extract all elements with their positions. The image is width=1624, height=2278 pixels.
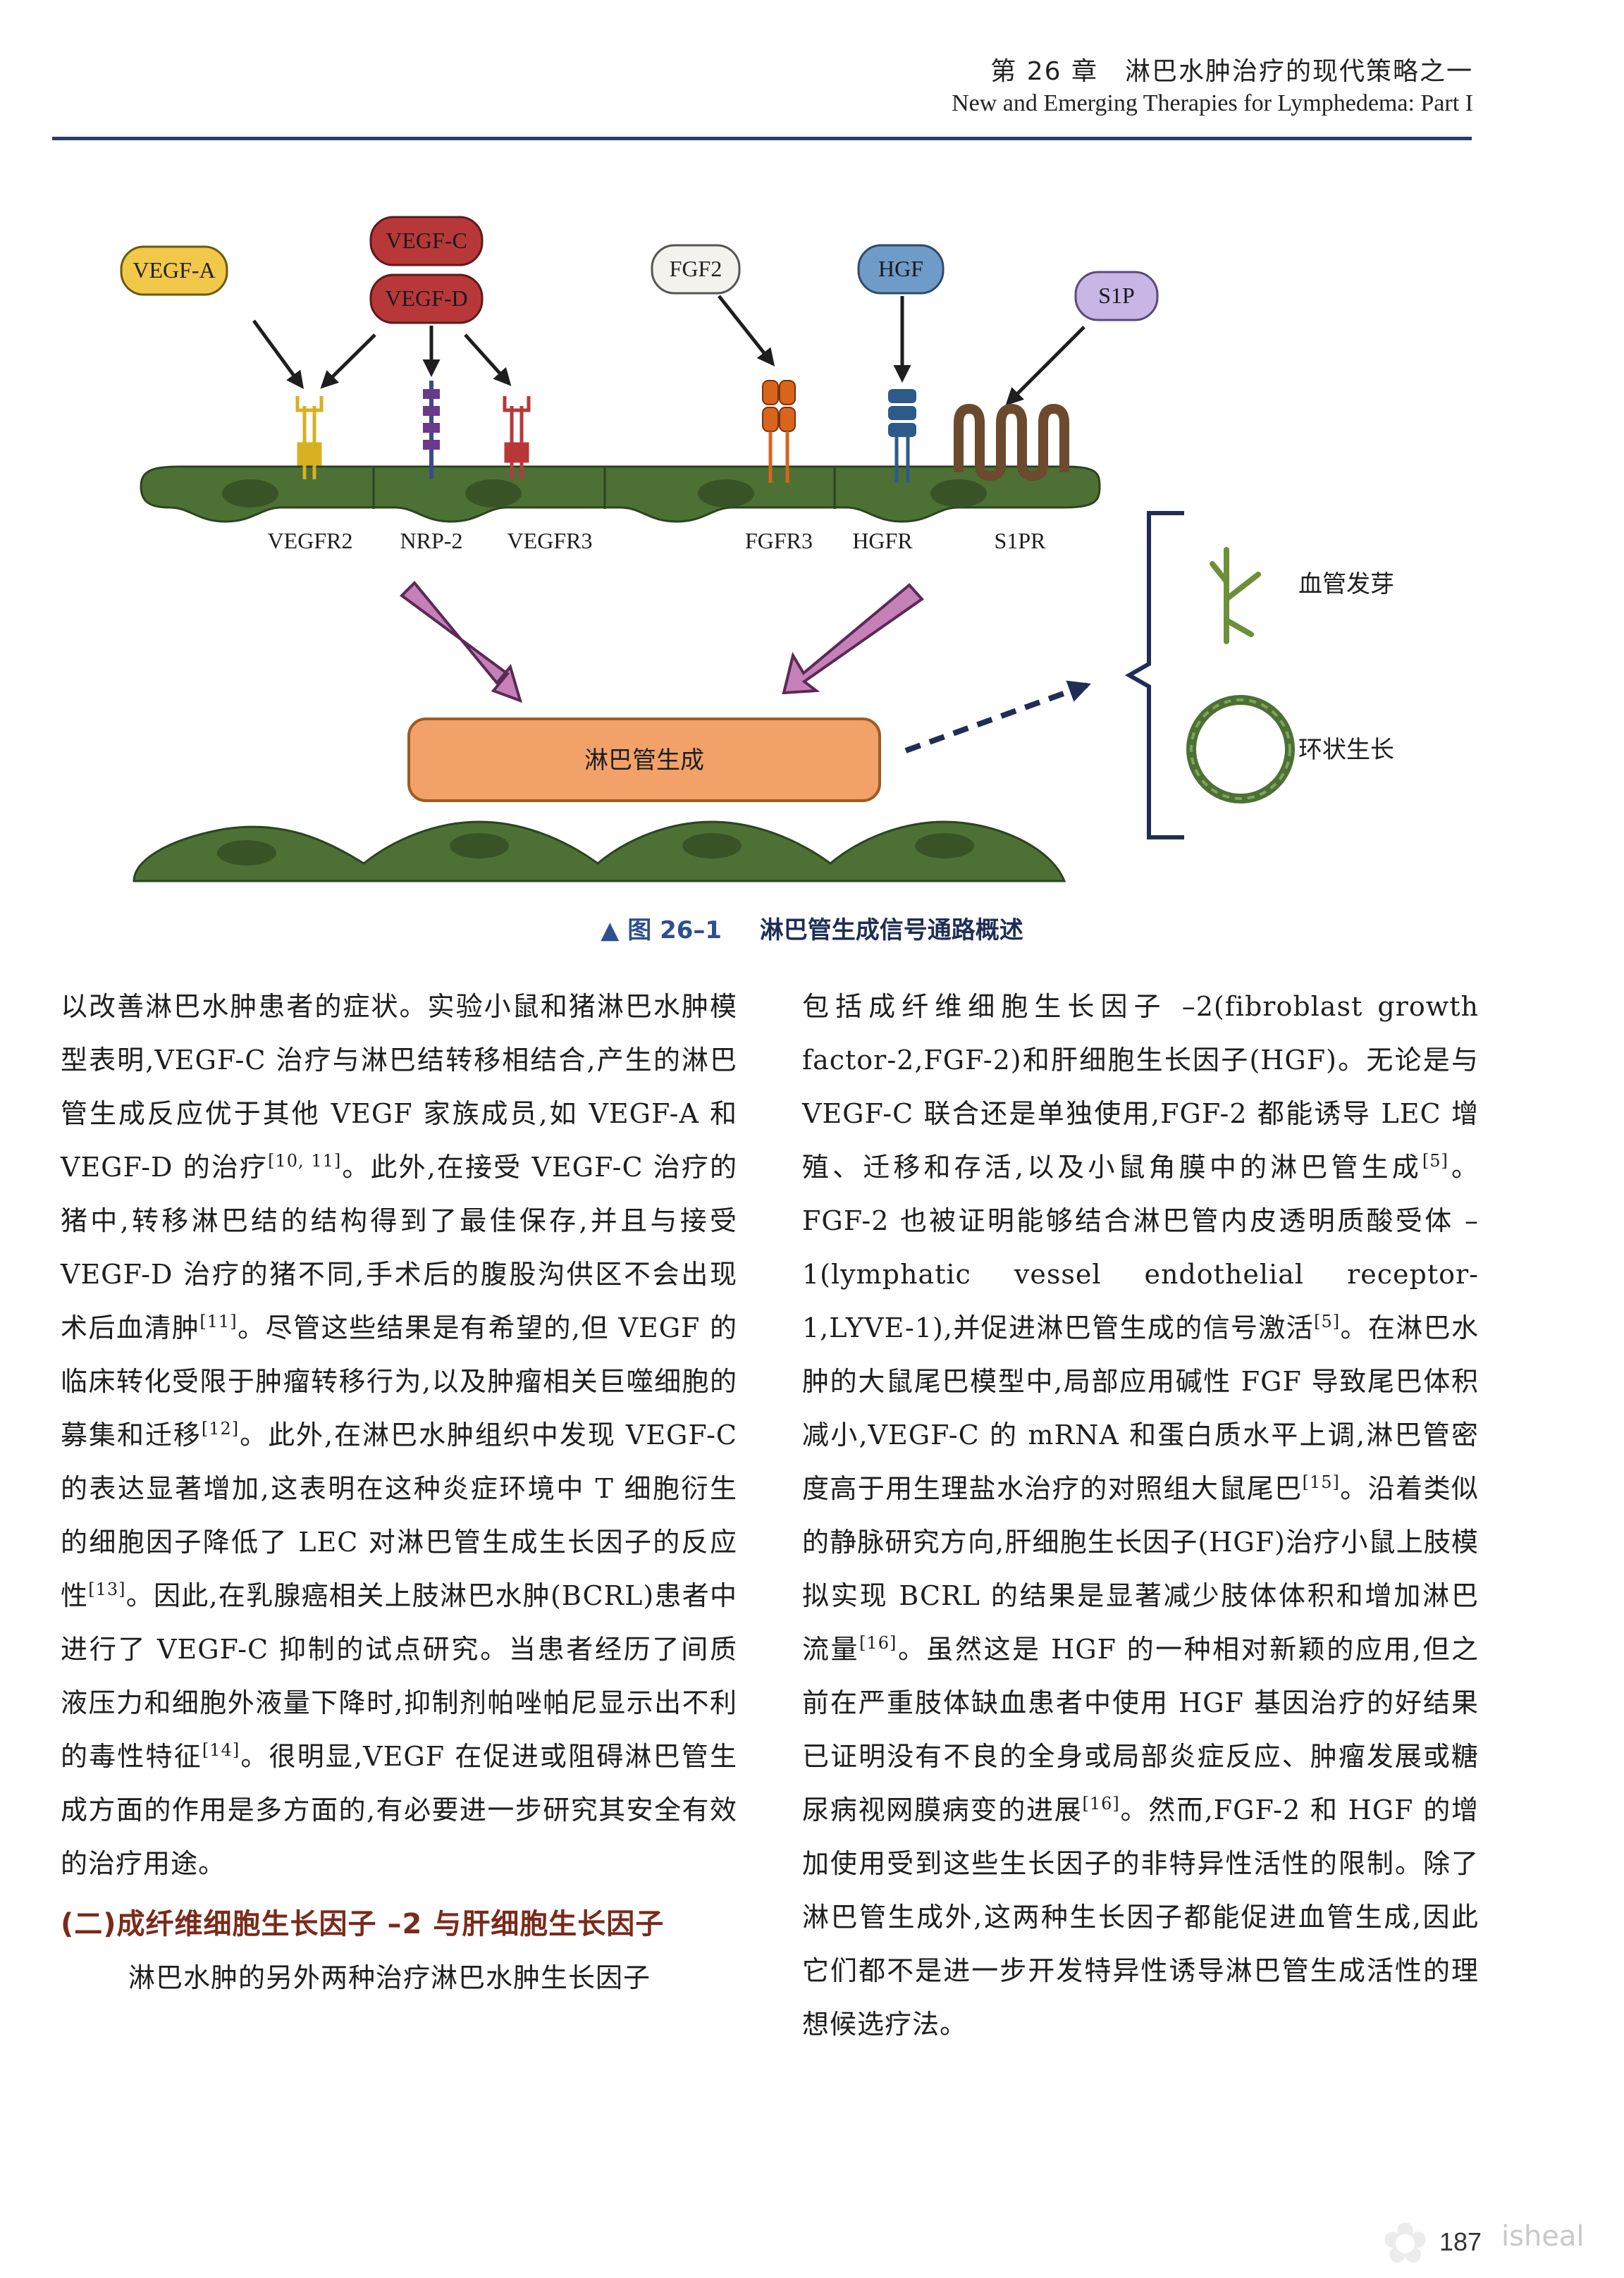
lymphangiogenesis-label: 淋巴管生成 <box>584 746 704 775</box>
figure-caption: ▲ 图 26–1 淋巴管生成信号通路概述 <box>0 911 1624 945</box>
left-column: 以改善淋巴水肿患者的症状。实验小鼠和猪淋巴水肿模型表明,VEGF-C 治疗与淋巴… <box>61 980 737 2005</box>
receptor-s1pr-label: S1PR <box>995 528 1047 553</box>
receptor-fgfr3-label: FGFR3 <box>745 528 813 553</box>
ligand-s1p: S1P <box>1074 271 1159 321</box>
citation: [12] <box>201 1419 240 1439</box>
outcome-sprouting-label: 血管发芽 <box>1298 570 1394 598</box>
citation: [11] <box>199 1312 238 1331</box>
receptor-vegfr3-shape <box>503 396 531 479</box>
ligand-vegf-c-label: VEGF-C <box>386 228 467 253</box>
receptor-hgfr-label: HGFR <box>852 528 913 553</box>
receptor-hgfr-shape <box>888 389 916 483</box>
lymphangiogenesis-box: 淋巴管生成 <box>407 718 881 802</box>
caption-figure-number: 图 26–1 <box>627 916 722 944</box>
citation: [10, 11] <box>268 1151 342 1171</box>
receptor-nrp2-label: NRP-2 <box>400 528 463 553</box>
ligand-vegf-a-label: VEGF-A <box>133 257 215 283</box>
ligand-fgf2-label: FGF2 <box>670 256 722 281</box>
page-number: 187 <box>1439 2227 1482 2256</box>
citation: [15] <box>1302 1472 1340 1492</box>
receptor-nrp2-shape <box>423 381 440 479</box>
lymphangiogenesis-signaling-figure: VEGF-A VEGF-C VEGF-D FGF2 HGF S1P <box>120 216 1394 882</box>
ligand-hgf-label: HGF <box>878 256 923 281</box>
watermark: isheal <box>1501 2220 1585 2253</box>
ligand-hgf: HGF <box>857 244 945 295</box>
sprouting-icon <box>1210 547 1261 644</box>
upper-cell-layer <box>140 465 1101 523</box>
receptor-fgfr3-shape <box>762 380 796 483</box>
chapter-title-en: New and Emerging Therapies for Lymphedem… <box>952 90 1473 116</box>
receptor-s1pr-shape <box>954 403 1069 481</box>
right-paragraph: 包括成纤维细胞生长因子 –2(fibroblast growth factor-… <box>802 991 1479 2040</box>
section-subheading: (二)成纤维细胞生长因子 –2 与肝细胞生长因子 <box>61 1908 665 1940</box>
lower-cell-layer <box>133 820 1066 882</box>
left-paragraph-2: 淋巴水肿的另外两种治疗淋巴水肿生长因子 <box>128 1962 651 1993</box>
pink-arrow-left <box>399 581 523 703</box>
citation: [13] <box>88 1580 126 1599</box>
citation: [5] <box>1422 1151 1448 1171</box>
ligand-vegf-d-label: VEGF-D <box>385 285 467 311</box>
receptor-vegfr2-label: VEGFR2 <box>268 528 353 553</box>
ligand-vegf-a: VEGF-A <box>120 245 228 296</box>
caption-title: 淋巴管生成信号通路概述 <box>759 916 1023 944</box>
pink-arrow-right <box>782 583 924 695</box>
outcome-ring-label: 环状生长 <box>1298 736 1394 764</box>
citation: [16] <box>859 1633 897 1653</box>
caption-triangle-icon: ▲ <box>601 916 620 944</box>
outcome-bracket <box>1124 511 1184 839</box>
chapter-title-cn: 第 26 章 淋巴水肿治疗的现代策略之一 <box>990 57 1473 86</box>
ligand-vegf-c: VEGF-C <box>369 216 484 266</box>
ring-growth-icon <box>1186 695 1295 804</box>
watermark-flourish-icon: ✿ <box>1382 2210 1429 2276</box>
left-paragraph-1: 以改善淋巴水肿患者的症状。实验小鼠和猪淋巴水肿模型表明,VEGF-C 治疗与淋巴… <box>61 991 738 1879</box>
citation: [5] <box>1314 1312 1341 1331</box>
right-column: 包括成纤维细胞生长因子 –2(fibroblast growth factor-… <box>802 980 1479 2051</box>
ligand-vegf-d: VEGF-D <box>369 273 484 324</box>
ligand-s1p-label: S1P <box>1098 283 1135 308</box>
receptor-vegfr3-label: VEGFR3 <box>508 528 593 553</box>
header-rule <box>52 137 1472 140</box>
receptor-labels: VEGFR2 NRP-2 VEGFR3 FGFR3 HGFR S1PR <box>268 528 1047 553</box>
dashed-arrow <box>904 680 1092 753</box>
ligand-arrows <box>252 295 1085 406</box>
ligand-fgf2: FGF2 <box>651 244 741 295</box>
receptor-vegfr2-shape <box>295 396 324 479</box>
citation: [16] <box>1082 1794 1120 1814</box>
citation: [14] <box>202 1740 240 1760</box>
